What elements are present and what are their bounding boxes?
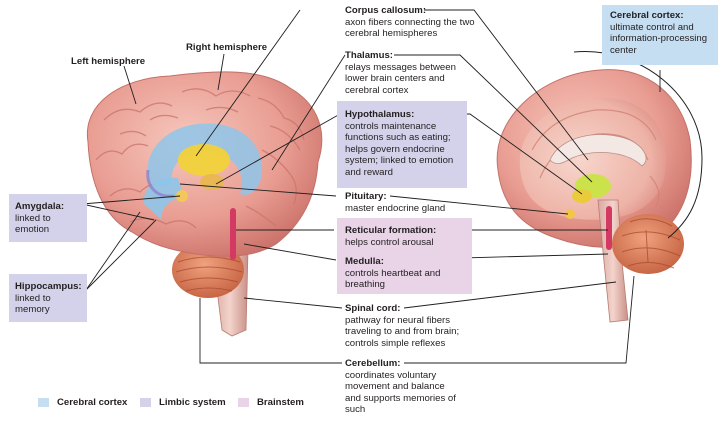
reticular-formation-name: Reticular formation:	[345, 225, 437, 236]
amygdala-label: Amygdala: linked to emotion	[15, 201, 81, 236]
medulla-name: Medulla:	[345, 256, 384, 267]
amygdala-name: Amygdala:	[15, 201, 65, 212]
pituitary-label: Pituitary: master endocrine gland	[345, 191, 475, 214]
left-brain-illustration	[86, 71, 323, 337]
cerebral-cortex-highlight	[602, 5, 718, 65]
hippocampus-highlight	[9, 274, 87, 322]
spinal-cord-name: Spinal cord:	[345, 303, 401, 314]
spinal-cord-label: Spinal cord: pathway for neural fibers t…	[345, 303, 470, 349]
thalamus-label: Thalamus: relays messages between lower …	[345, 50, 475, 96]
cerebral-cortex-name: Cerebral cortex:	[610, 10, 684, 21]
hippocampus-desc: linked to memory	[15, 292, 51, 316]
corpus-callosum-label: Corpus callosum: axon fibers connecting …	[345, 5, 485, 40]
cerebral-cortex-label: Cerebral cortex: ultimate control and in…	[610, 10, 715, 56]
legend-swatch-brainstem	[238, 398, 249, 407]
reticular-formation-desc: helps control arousal	[345, 236, 434, 248]
legend-item-cerebral-cortex: Cerebral cortex	[38, 397, 127, 408]
hypothalamus-highlight	[337, 101, 467, 188]
legend-label-cerebral-cortex: Cerebral cortex	[57, 397, 128, 408]
legend-label-limbic-system: Limbic system	[159, 397, 226, 408]
right-brain-sagittal-illustration	[496, 51, 703, 323]
leader-lines	[81, 9, 661, 364]
amygdala-desc: linked to emotion	[15, 212, 51, 236]
hypothalamus-name: Hypothalamus:	[345, 109, 415, 120]
hippocampus-label: Hippocampus: linked to memory	[15, 281, 85, 316]
pituitary-name: Pituitary:	[345, 191, 387, 202]
brainstem-highlight	[337, 218, 472, 294]
thalamus-desc: relays messages between lower brain cent…	[345, 61, 456, 96]
corpus-callosum-name: Corpus callosum:	[345, 5, 427, 16]
legend-item-limbic-system: Limbic system	[140, 397, 226, 408]
hippocampus-name: Hippocampus:	[15, 281, 82, 292]
corpus-callosum-desc: axon fibers connecting the two cerebral …	[345, 16, 475, 40]
amygdala-highlight	[9, 194, 87, 242]
legend-swatch-limbic-system	[140, 398, 151, 407]
thalamus-name: Thalamus:	[345, 50, 393, 61]
cerebral-cortex-desc: ultimate control and information-process…	[610, 21, 708, 56]
reticular-formation-label: Reticular formation: helps control arous…	[345, 225, 470, 248]
right-hemisphere-label: Right hemisphere	[186, 42, 268, 53]
hypothalamus-label: Hypothalamus: controls maintenance funct…	[345, 109, 465, 179]
legend-label-brainstem: Brainstem	[257, 397, 304, 408]
pituitary-desc: master endocrine gland	[345, 202, 446, 214]
spinal-cord-desc: pathway for neural fibers traveling to a…	[345, 314, 460, 349]
medulla-label: Medulla: controls heartbeat and breathin…	[345, 256, 455, 291]
cerebellum-desc: coordinates voluntary movement and balan…	[345, 369, 456, 416]
legend-item-brainstem: Brainstem	[238, 397, 304, 408]
legend-swatch-cerebral-cortex	[38, 398, 49, 407]
medulla-desc: controls heartbeat and breathing	[345, 267, 441, 291]
cerebellum-name: Cerebellum:	[345, 358, 401, 369]
left-hemisphere-label: Left hemisphere	[71, 56, 146, 67]
hypothalamus-desc: controls maintenance functions such as e…	[345, 120, 454, 178]
cerebellum-label: Cerebellum: coordinates voluntary moveme…	[345, 358, 460, 416]
